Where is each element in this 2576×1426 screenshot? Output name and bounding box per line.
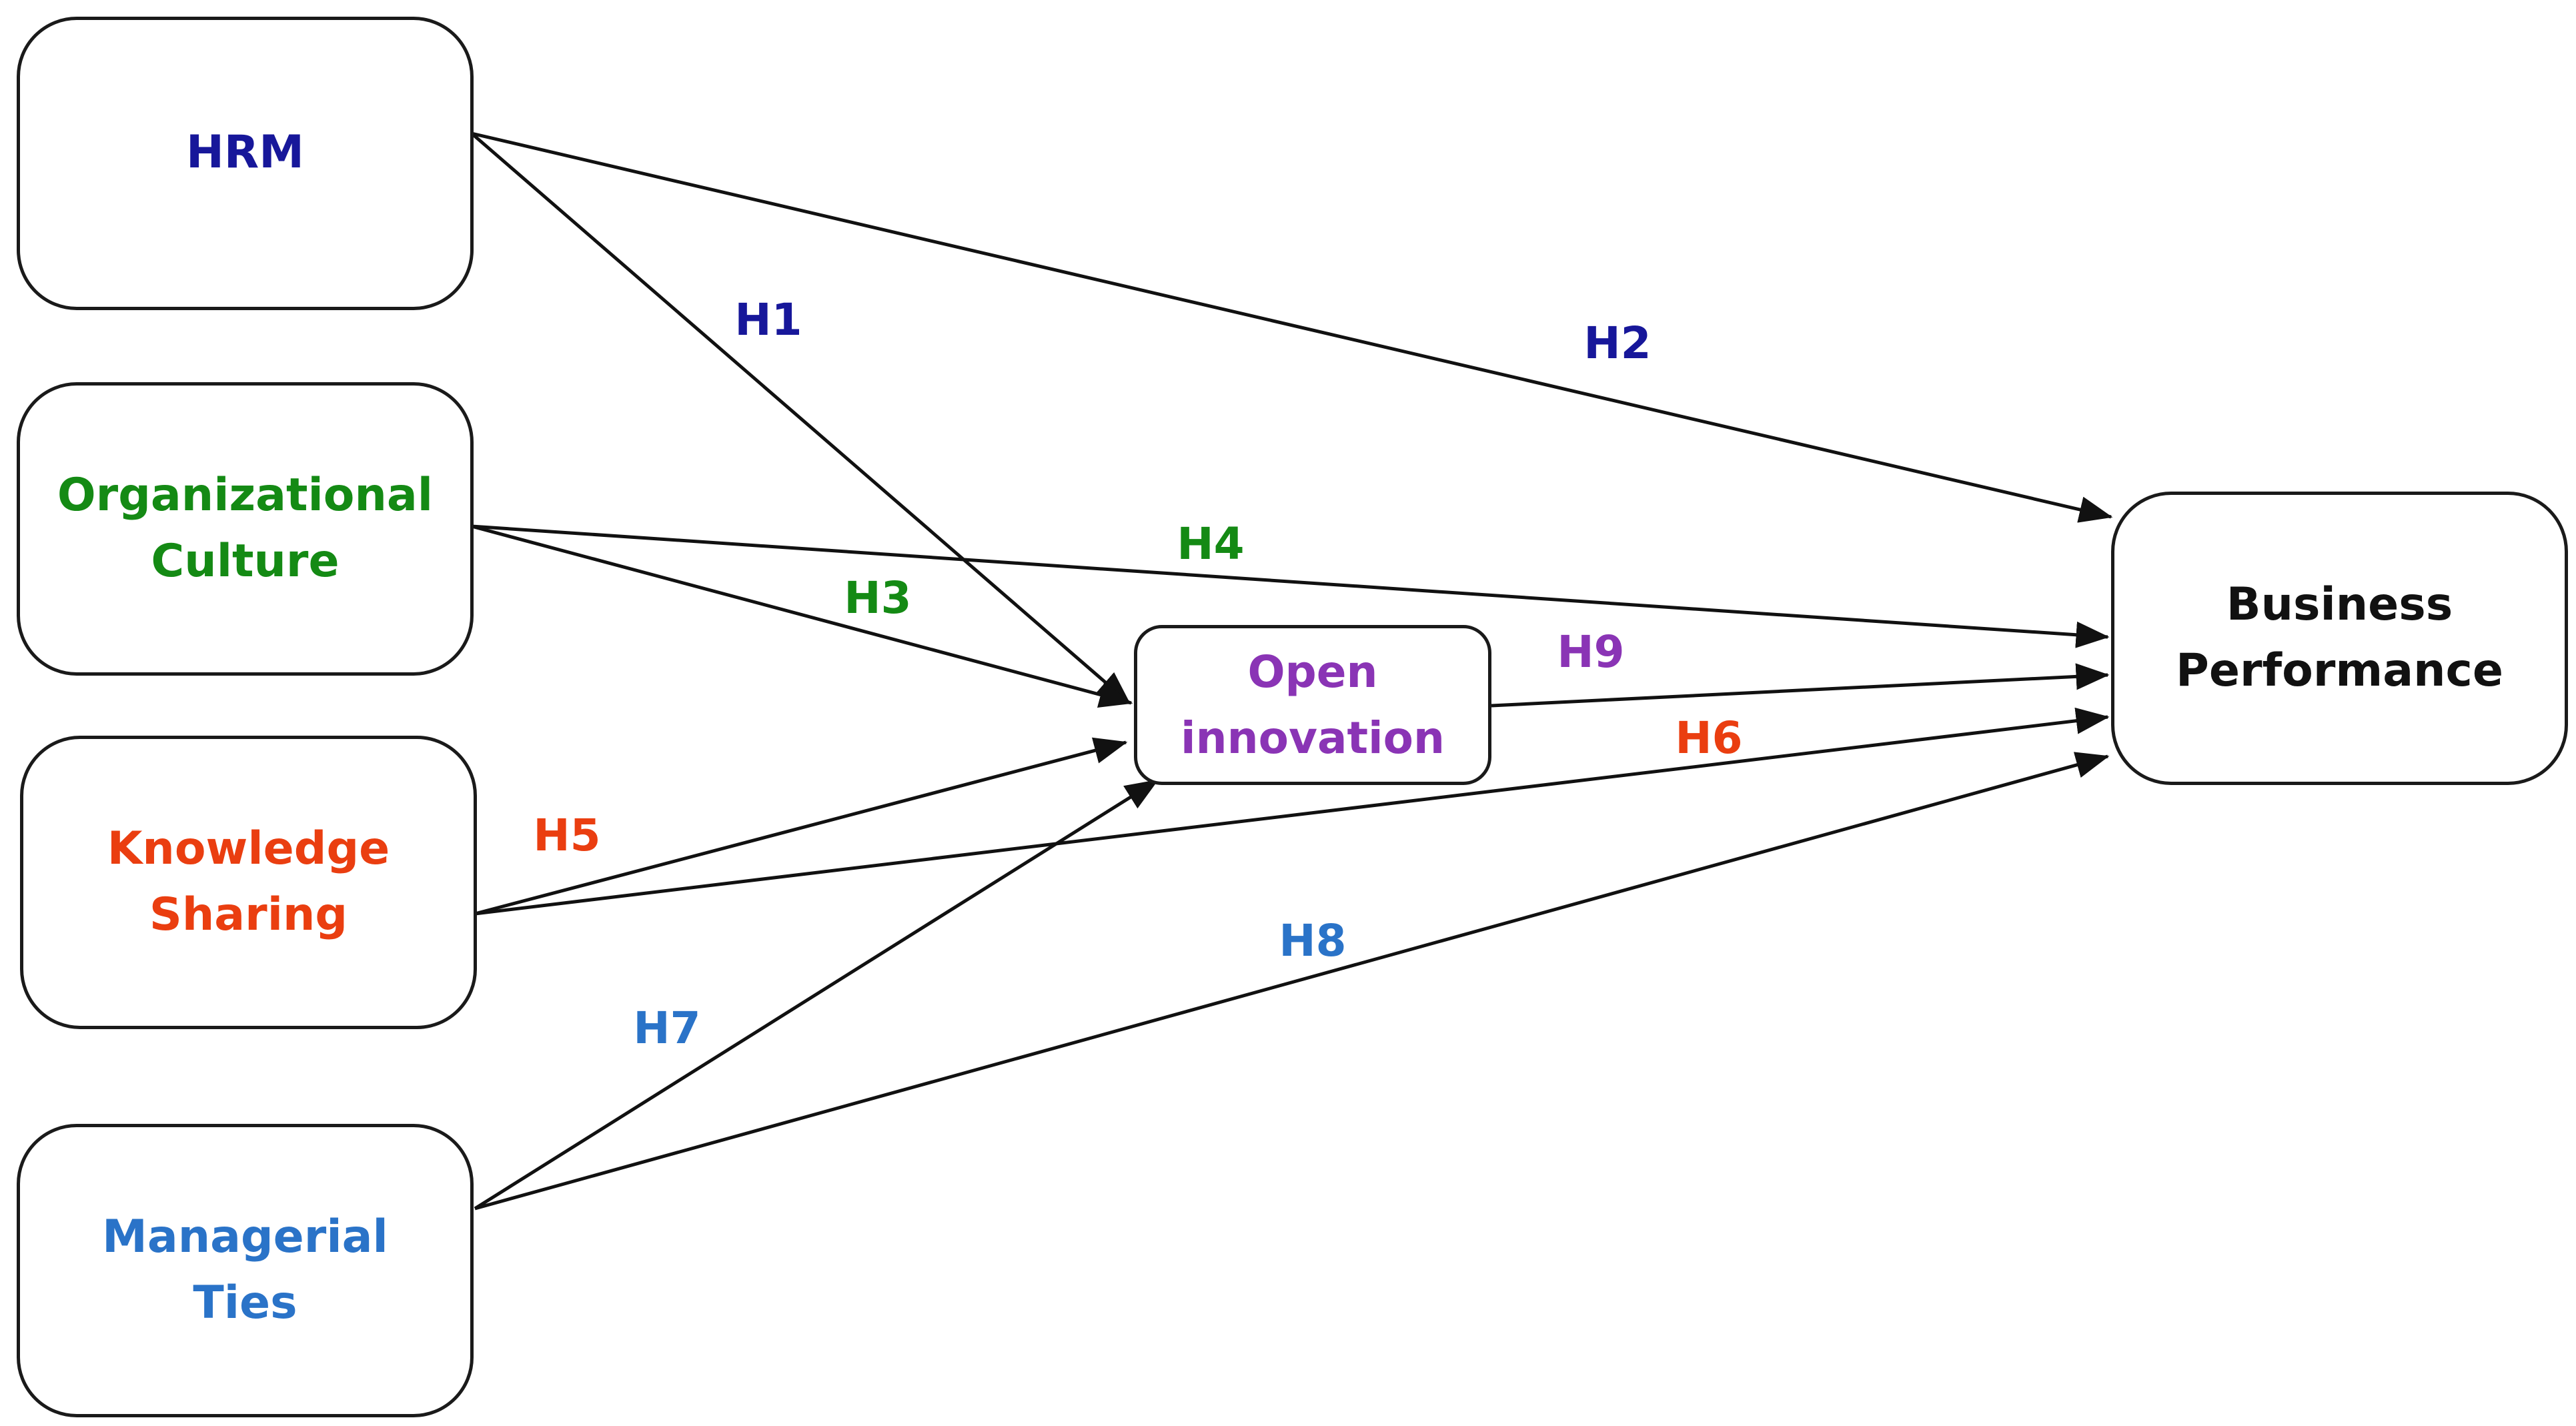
edge-h3-arrow <box>471 524 1133 708</box>
node-knowledge-sharing: Knowledge Sharing <box>20 736 477 1029</box>
edge-h9-arrow <box>1491 663 2110 708</box>
hypothesis-h8-label: H8 <box>1279 915 1347 966</box>
node-knowledge-sharing-label: Knowledge Sharing <box>107 822 390 941</box>
node-open-innovation-label: Open innovation <box>1181 646 1445 764</box>
hypothesis-h4-label: H4 <box>1177 518 1245 570</box>
edge-h5-arrow <box>474 737 1128 916</box>
hypothesis-h1-label: H1 <box>734 294 802 345</box>
node-organizational-culture-label: Organizational Culture <box>57 469 434 588</box>
edge-h8-arrow <box>474 752 2110 1211</box>
hypothesis-h9-label: H9 <box>1557 626 1625 678</box>
node-managerial-ties: Managerial Ties <box>17 1124 474 1417</box>
node-business-performance: Business Performance <box>2111 492 2568 785</box>
node-managerial-ties-label: Managerial Ties <box>102 1211 388 1329</box>
hypothesis-h3-label: H3 <box>844 572 912 624</box>
node-organizational-culture: Organizational Culture <box>17 382 474 676</box>
hypothesis-h7-label: H7 <box>633 1002 701 1054</box>
edge-h1-arrow <box>470 132 1131 704</box>
node-hrm-label: HRM <box>186 126 304 179</box>
node-business-performance-label: Business Performance <box>2176 578 2503 697</box>
edge-h2-arrow <box>471 131 2113 523</box>
hypothesis-h2-label: H2 <box>1583 317 1652 369</box>
edge-h4-arrow <box>471 524 2110 648</box>
node-open-innovation: Open innovation <box>1134 625 1491 785</box>
edge-h7-arrow <box>474 778 1159 1211</box>
hypothesis-h5-label: H5 <box>533 810 601 861</box>
edge-h6-arrow <box>474 707 2110 916</box>
hypothesis-h6-label: H6 <box>1675 712 1743 764</box>
node-hrm: HRM <box>17 17 474 310</box>
